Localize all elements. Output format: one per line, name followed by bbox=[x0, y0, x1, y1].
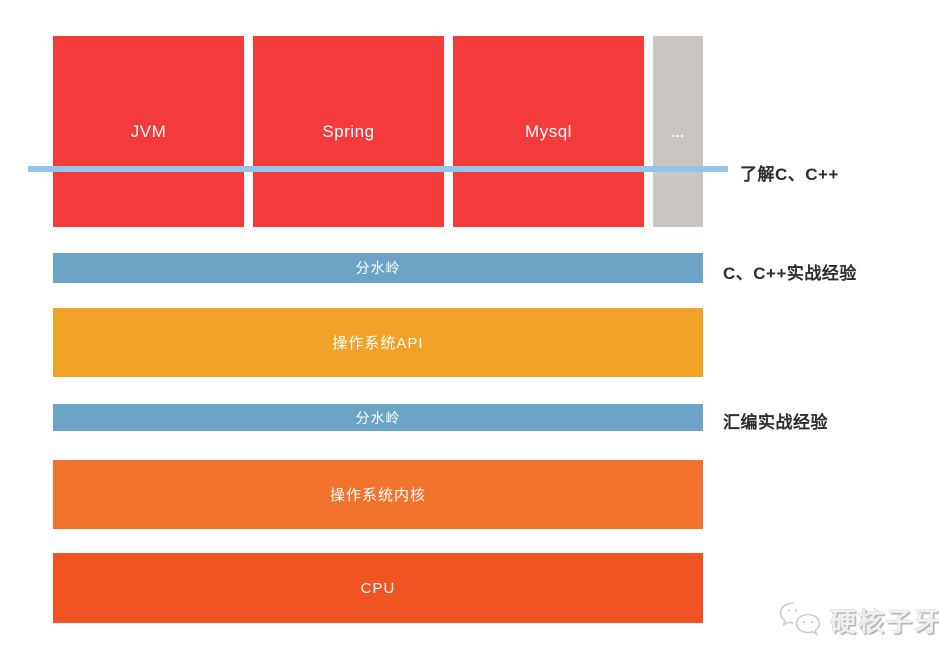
bar-watershed-2: 分水岭 bbox=[53, 404, 703, 431]
threshold-annotation: 了解C、C++ bbox=[740, 165, 839, 184]
annotation-assembly-experience: 汇编实战经验 bbox=[723, 413, 828, 432]
bar-cpu: CPU bbox=[53, 553, 703, 623]
bar-os-api: 操作系统API bbox=[53, 308, 703, 377]
wechat-icon bbox=[778, 600, 824, 640]
bar-os-api-label: 操作系统API bbox=[332, 335, 424, 352]
threshold-line bbox=[28, 166, 728, 172]
bar-cpu-label: CPU bbox=[360, 579, 396, 597]
block-mysql-label: Mysql bbox=[525, 121, 572, 141]
block-spring: Spring bbox=[253, 36, 444, 227]
block-spring-label: Spring bbox=[322, 121, 375, 141]
block-ellipsis-label: ... bbox=[671, 123, 685, 140]
watermark-text: 硬核子牙 bbox=[830, 606, 939, 637]
block-ellipsis: ... bbox=[653, 36, 703, 227]
bar-watershed-1-label: 分水岭 bbox=[355, 260, 401, 276]
bar-os-kernel-label: 操作系统内核 bbox=[329, 487, 426, 504]
block-jvm: JVM bbox=[53, 36, 244, 227]
bar-watershed-2-label: 分水岭 bbox=[355, 409, 401, 426]
block-jvm-label: JVM bbox=[130, 121, 167, 141]
bar-os-kernel: 操作系统内核 bbox=[53, 460, 703, 529]
annotation-c-cpp-experience: C、C++实战经验 bbox=[723, 264, 857, 283]
watermark: 硬核子牙 bbox=[778, 600, 939, 640]
block-mysql: Mysql bbox=[453, 36, 644, 227]
bar-watershed-1: 分水岭 bbox=[53, 253, 703, 283]
